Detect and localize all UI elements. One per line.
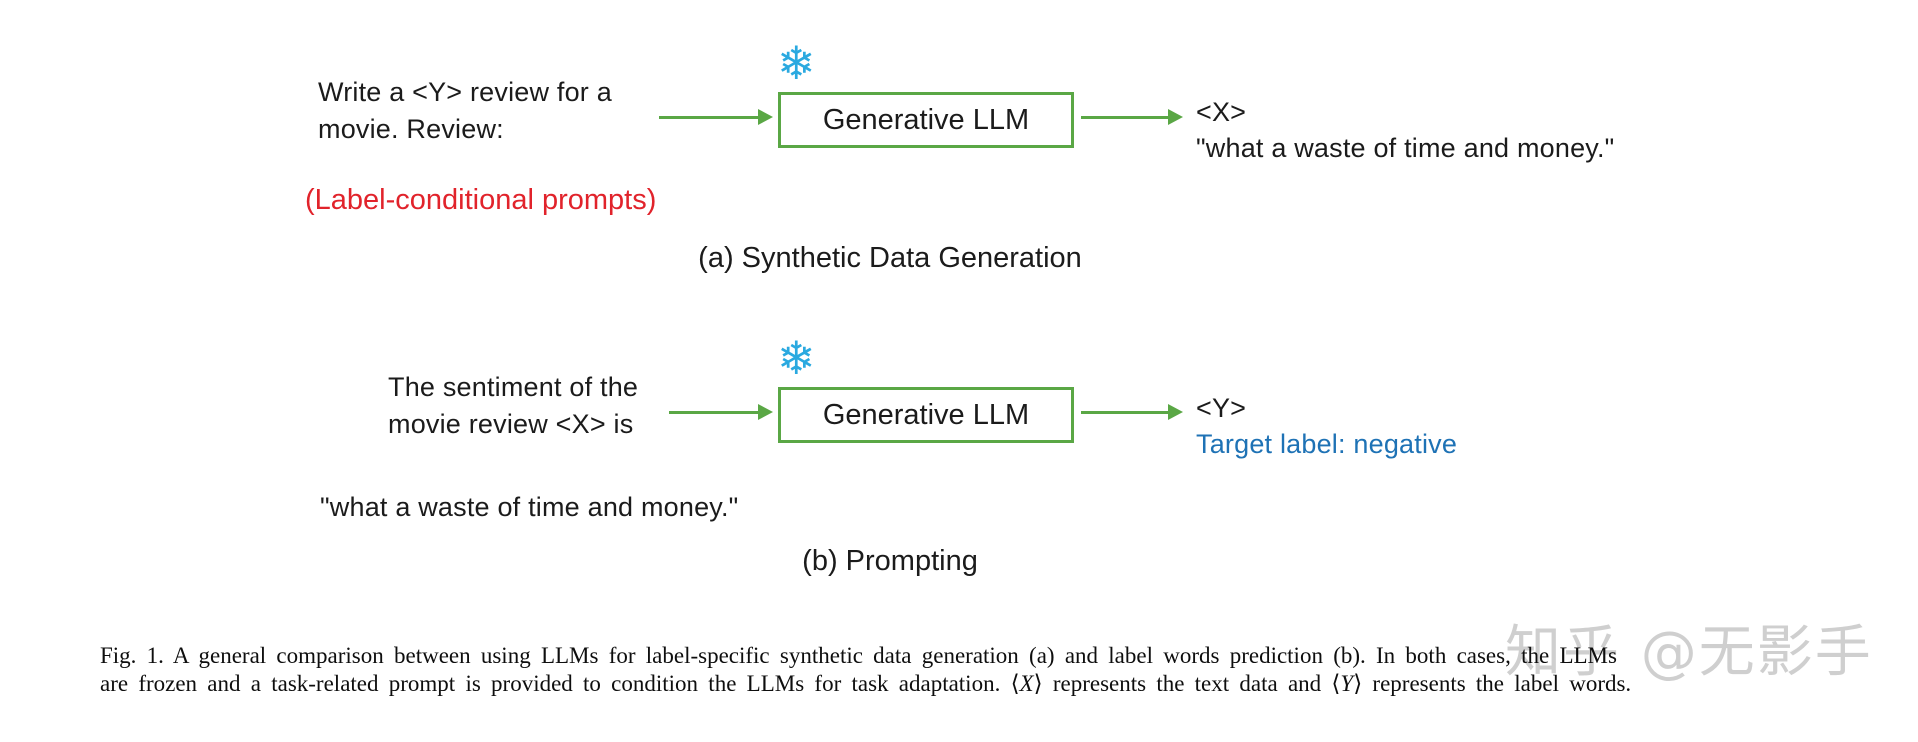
input-quote-b: "what a waste of time and money."	[320, 492, 739, 522]
subcaption-a: (a) Synthetic Data Generation	[698, 242, 1082, 274]
output-tag: <Y>	[1196, 393, 1247, 423]
llm-box-label: Generative LLM	[822, 398, 1030, 431]
figure-caption: Fig. 1. A general comparison between usi…	[100, 642, 1631, 698]
output-quote: "what a waste of time and money."	[1196, 133, 1615, 163]
label-conditional-prompts-note: (Label-conditional prompts)	[305, 184, 657, 216]
output-text-b: <Y> Target label: negative	[1196, 390, 1457, 462]
snowflake-icon-a: ❄	[777, 37, 816, 89]
subcaption-b: (b) Prompting	[802, 545, 978, 577]
arrow-llm-to-output-a	[1081, 109, 1183, 125]
generative-llm-box-b: Generative LLM	[778, 387, 1074, 443]
figure-caption-line2: are frozen and a task-related prompt is …	[100, 671, 1632, 696]
target-label-text: Target label: negative	[1196, 429, 1458, 459]
generative-llm-box-a: Generative LLM	[778, 92, 1074, 148]
prompt-line: The sentiment of the	[388, 372, 639, 402]
watermark: 知乎 @无影手	[1505, 620, 1873, 685]
output-tag: <X>	[1196, 97, 1247, 127]
arrow-llm-to-output-b	[1081, 404, 1183, 420]
snowflake-icon-b: ❄	[777, 332, 816, 384]
arrow-prompt-to-llm-a	[659, 109, 773, 125]
prompt-line: movie review <X> is	[388, 409, 634, 439]
prompt-text-a: Write a <Y> review for a movie. Review:	[318, 74, 612, 148]
llm-box-label: Generative LLM	[822, 103, 1030, 136]
arrow-prompt-to-llm-b	[669, 404, 773, 420]
figure-caption-line1: Fig. 1. A general comparison between usi…	[100, 643, 1617, 668]
prompt-text-b: The sentiment of the movie review <X> is	[388, 369, 638, 443]
prompt-line: movie. Review:	[318, 114, 504, 144]
output-text-a: <X> "what a waste of time and money."	[1196, 94, 1614, 166]
prompt-line: Write a <Y> review for a	[318, 77, 612, 107]
